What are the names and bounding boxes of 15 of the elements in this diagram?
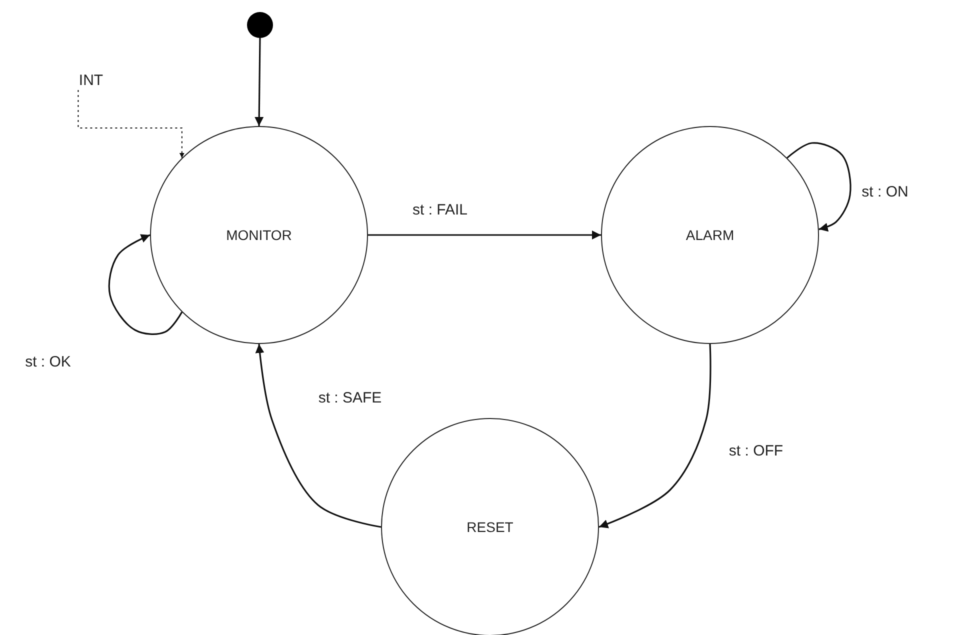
state-circle: [381, 418, 599, 635]
self-loop-arrow: [108, 234, 183, 335]
dotted-arrow: [78, 90, 184, 158]
self-loop-arrow: [786, 142, 852, 232]
transition-arrow: [255, 344, 382, 528]
event-label: INT: [70, 70, 112, 90]
state-name: RESET: [466, 519, 514, 535]
transition-arrow: [368, 230, 601, 240]
state-name: MONITOR: [226, 227, 292, 243]
initial-state-dot: [247, 12, 273, 38]
transition-arrow: [598, 344, 712, 528]
state-circle: [150, 126, 368, 344]
state-circle: [601, 126, 819, 344]
transition-arrow: [254, 38, 264, 126]
state-name: ALARM: [686, 227, 734, 243]
